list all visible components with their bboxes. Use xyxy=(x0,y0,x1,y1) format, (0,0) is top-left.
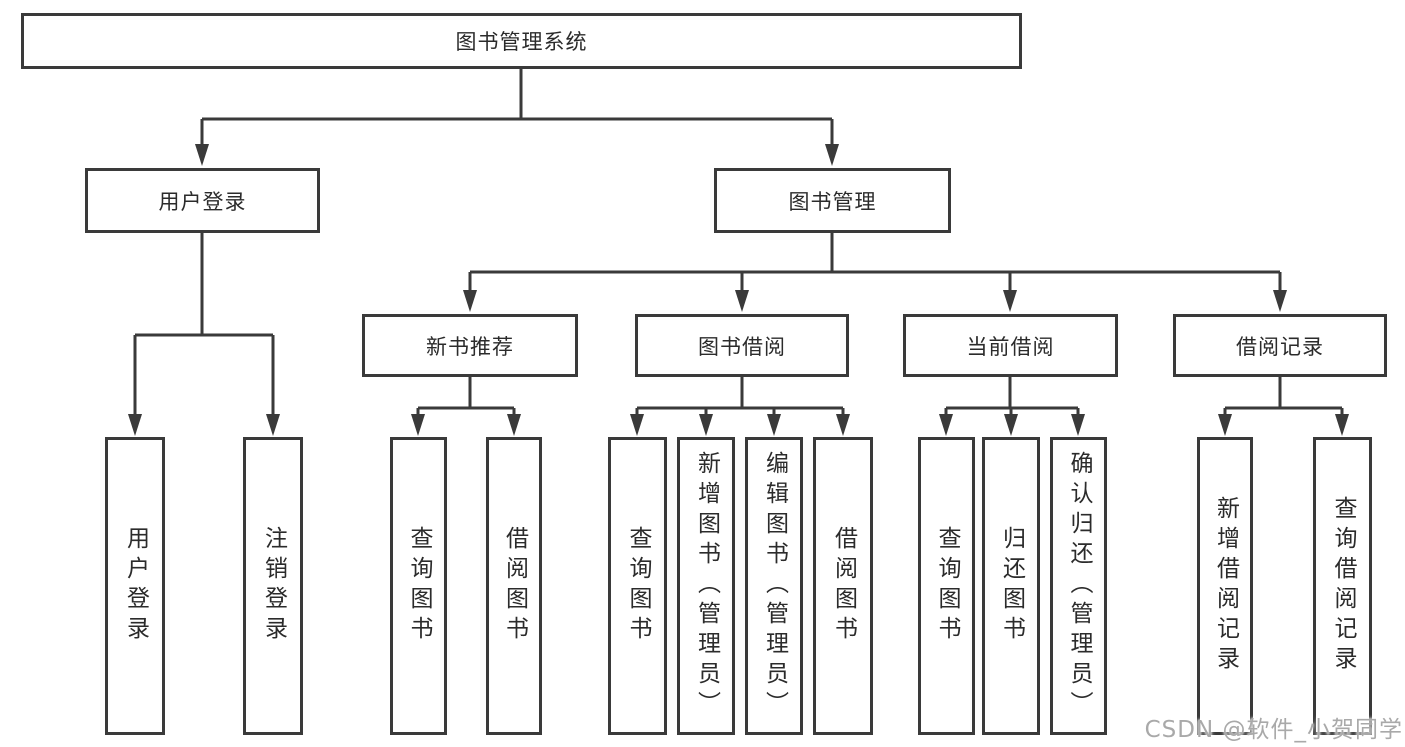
node-book-management: 图书管理 xyxy=(714,168,951,233)
leaf-user-login: 用户登录 xyxy=(105,437,165,735)
leaf-label: 用户登录 xyxy=(122,526,149,646)
leaf-cb-confirm-return-admin: 确认归还（管理员） xyxy=(1050,437,1107,735)
leaf-bb-query-books: 查询图书 xyxy=(608,437,667,735)
csdn-watermark: CSDN @软件_小贺同学 xyxy=(1144,717,1403,743)
node-user-login: 用户登录 xyxy=(85,168,320,233)
leaf-label: 查询借阅记录 xyxy=(1330,496,1356,676)
node-root: 图书管理系统 xyxy=(21,13,1022,69)
leaf-label: 确认归还（管理员） xyxy=(1066,451,1092,721)
leaf-label: 归还图书 xyxy=(998,526,1025,646)
leaf-cb-return-books: 归还图书 xyxy=(982,437,1040,735)
leaf-label: 注销登录 xyxy=(260,526,287,646)
leaf-label: 查询图书 xyxy=(406,526,432,646)
leaf-label: 编辑图书（管理员） xyxy=(761,451,788,721)
leaf-bb-add-books-admin: 新增图书（管理员） xyxy=(677,437,735,735)
leaf-bb-edit-books-admin: 编辑图书（管理员） xyxy=(745,437,803,735)
node-book-borrowing: 图书借阅 xyxy=(635,314,849,377)
node-new-book-recommend: 新书推荐 xyxy=(362,314,578,377)
leaf-label: 查询图书 xyxy=(625,526,651,646)
leaf-br-query-record: 查询借阅记录 xyxy=(1313,437,1372,735)
leaf-nbr-borrow-books: 借阅图书 xyxy=(486,437,542,735)
leaf-label: 借阅图书 xyxy=(501,526,528,646)
node-borrowing-records: 借阅记录 xyxy=(1173,314,1387,377)
leaf-label: 新增借阅记录 xyxy=(1212,496,1239,676)
leaf-nbr-query-books: 查询图书 xyxy=(390,437,447,735)
arrowheads xyxy=(128,144,1349,436)
leaf-label: 查询图书 xyxy=(934,526,960,646)
leaf-logout: 注销登录 xyxy=(243,437,303,735)
node-current-borrowing: 当前借阅 xyxy=(903,314,1118,377)
leaf-cb-query-books: 查询图书 xyxy=(918,437,975,735)
leaf-bb-borrow-books: 借阅图书 xyxy=(813,437,873,735)
leaf-br-add-record: 新增借阅记录 xyxy=(1197,437,1253,735)
leaf-label: 新增图书（管理员） xyxy=(693,451,720,721)
leaf-label: 借阅图书 xyxy=(830,526,857,646)
